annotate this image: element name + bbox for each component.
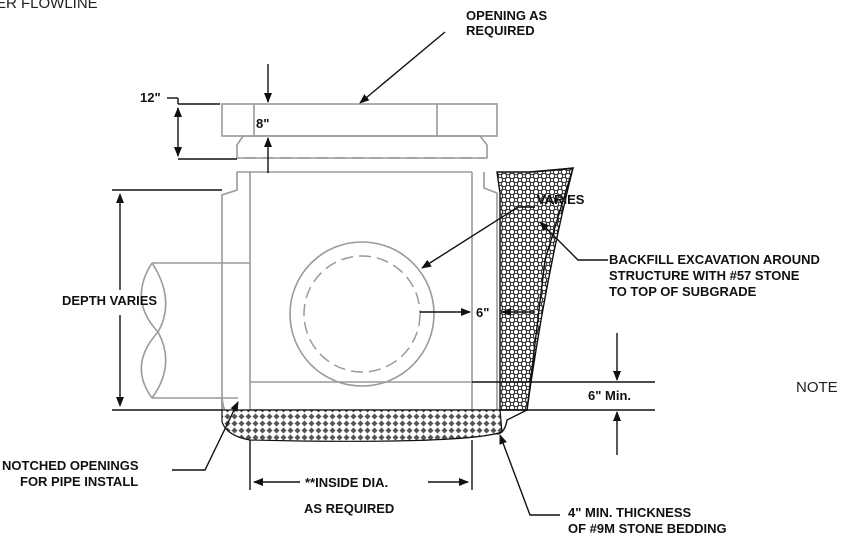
- backfill-label-line3: TO TOP OF SUBGRADE: [609, 284, 757, 299]
- dim-6-min-label: 6" Min.: [588, 388, 631, 403]
- notched-label-line1: NOTCHED OPENINGS: [2, 458, 139, 473]
- dim-6-min-group: [472, 333, 655, 455]
- bedding-leader: [499, 434, 560, 516]
- as-required-label: AS REQUIRED: [304, 501, 394, 516]
- depth-dim-group: [112, 189, 222, 411]
- backfill-label-line1: BACKFILL EXCAVATION AROUND: [609, 252, 820, 267]
- inside-dia-label: **INSIDE DIA.: [305, 475, 388, 490]
- grate-frame: [221, 103, 498, 159]
- inside-dia-group: [249, 440, 473, 490]
- bedding-label-line1: 4" MIN. THICKNESS: [568, 505, 692, 520]
- depth-varies-label: DEPTH VARIES: [62, 293, 157, 308]
- dim-12-group: [167, 97, 237, 160]
- stone-bedding: [221, 409, 503, 442]
- structure-walls: [221, 171, 498, 435]
- backfill-leader: [539, 221, 608, 261]
- varies-label: VARIES: [537, 192, 585, 207]
- notched-label-line2: FOR PIPE INSTALL: [20, 474, 138, 489]
- backfill-label-line2: STRUCTURE WITH #57 STONE: [609, 268, 800, 283]
- note-label: NOTE: [796, 379, 838, 396]
- dim-8-label: 8": [256, 116, 269, 131]
- bedding-label-line2: OF #9M STONE BEDDING: [568, 521, 727, 536]
- notched-leader: [172, 401, 239, 471]
- opening-label-line1: OPENING AS: [466, 8, 547, 23]
- opening-label-line2: REQUIRED: [466, 23, 535, 38]
- excavation-line: [526, 167, 574, 411]
- dim-12-label: 12": [140, 90, 161, 105]
- excavation-bottom: [496, 409, 528, 435]
- outlet-pipe-opening: [289, 241, 435, 387]
- opening-leader: [359, 31, 446, 104]
- varies-leader: [421, 206, 519, 269]
- dim-6-label: 6": [476, 305, 489, 320]
- flowline-label: ER FLOWLINE: [0, 0, 98, 12]
- inlet-pipe: [140, 262, 250, 399]
